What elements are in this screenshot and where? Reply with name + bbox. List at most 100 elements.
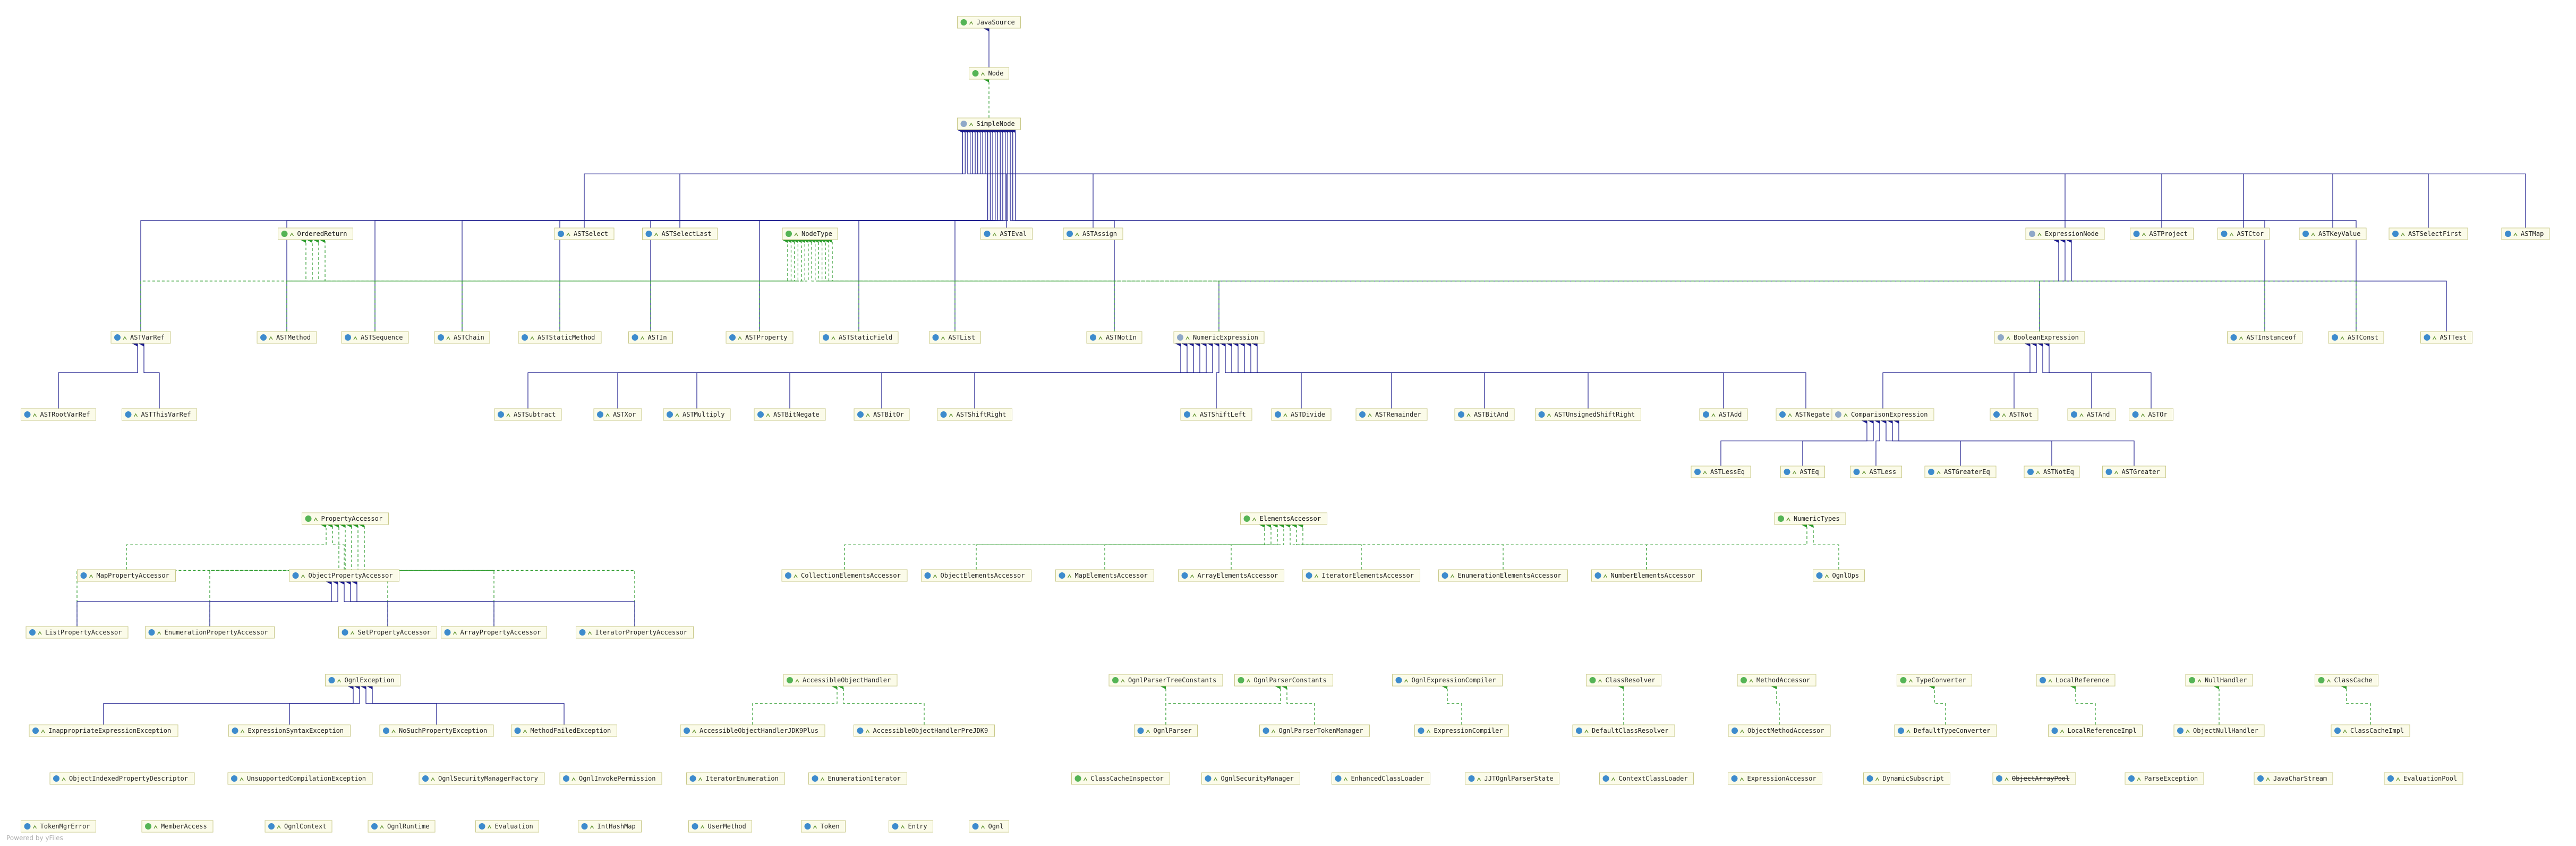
class-node-enhanced-class-loader[interactable]: EnhancedClassLoader	[1332, 772, 1430, 785]
class-node-boolean-expression[interactable]: BooleanExpression	[1994, 331, 2085, 344]
class-node-ast-unsigned-shift-right[interactable]: ASTUnsignedShiftRight	[1535, 408, 1641, 421]
class-node-ast-not-eq[interactable]: ASTNotEq	[2024, 466, 2080, 478]
class-node-map-property-accessor[interactable]: MapPropertyAccessor	[77, 569, 176, 582]
class-node-token-mgr-error[interactable]: TokenMgrError	[21, 820, 96, 833]
class-node-member-access[interactable]: MemberAccess	[141, 820, 214, 833]
class-node-object-null-handler[interactable]: ObjectNullHandler	[2173, 724, 2265, 737]
class-node-class-cache-inspector[interactable]: ClassCacheInspector	[1071, 772, 1170, 785]
class-node-node-type[interactable]: NodeType	[782, 227, 838, 240]
class-node-ast-or[interactable]: ASTOr	[2129, 408, 2173, 421]
class-node-ast-assign[interactable]: ASTAssign	[1063, 227, 1123, 240]
class-node-expression-syntax-exception[interactable]: ExpressionSyntaxException	[228, 724, 351, 737]
class-node-ast-test[interactable]: ASTTest	[2420, 331, 2472, 344]
class-node-default-class-resolver[interactable]: DefaultClassResolver	[1572, 724, 1675, 737]
class-node-class-resolver[interactable]: ClassResolver	[1586, 674, 1661, 687]
class-node-ast-not-in[interactable]: ASTNotIn	[1086, 331, 1142, 344]
class-node-enumeration-property-accessor[interactable]: EnumerationPropertyAccessor	[145, 626, 275, 639]
class-node-entry[interactable]: Entry	[889, 820, 933, 833]
class-node-array-property-accessor[interactable]: ArrayPropertyAccessor	[441, 626, 547, 639]
class-node-ast-remainder[interactable]: ASTRemainder	[1355, 408, 1428, 421]
class-node-int-hash-map[interactable]: IntHashMap	[578, 820, 642, 833]
class-node-set-property-accessor[interactable]: SetPropertyAccessor	[338, 626, 437, 639]
class-node-number-elements-accessor[interactable]: NumberElementsAccessor	[1591, 569, 1702, 582]
class-node-ast-multiply[interactable]: ASTMultiply	[663, 408, 731, 421]
class-node-object-property-accessor[interactable]: ObjectPropertyAccessor	[289, 569, 399, 582]
class-node-elements-accessor[interactable]: ElementsAccessor	[1240, 512, 1327, 525]
class-node-object-indexed-property-descriptor[interactable]: ObjectIndexedPropertyDescriptor	[49, 772, 195, 785]
class-node-ast-chain[interactable]: ASTChain	[434, 331, 490, 344]
class-node-method-failed-exception[interactable]: MethodFailedException	[511, 724, 617, 737]
class-node-ognl-parser[interactable]: OgnlParser	[1134, 724, 1198, 737]
class-node-ast-key-value[interactable]: ASTKeyValue	[2299, 227, 2367, 240]
class-node-ognl-security-manager[interactable]: OgnlSecurityManager	[1201, 772, 1300, 785]
class-node-token[interactable]: Token	[801, 820, 846, 833]
class-node-no-such-property-exception[interactable]: NoSuchPropertyException	[379, 724, 494, 737]
class-node-object-array-pool[interactable]: ObjectArrayPool	[1992, 772, 2076, 785]
class-node-ognl-security-manager-factory[interactable]: OgnlSecurityManagerFactory	[419, 772, 545, 785]
class-node-expression-node[interactable]: ExpressionNode	[2025, 227, 2105, 240]
class-node-ast-method[interactable]: ASTMethod	[257, 331, 317, 344]
class-node-ognl-parser-token-manager[interactable]: OgnlParserTokenManager	[1259, 724, 1370, 737]
class-node-ognl-ops[interactable]: OgnlOps	[1813, 569, 1865, 582]
class-node-ordered-return[interactable]: OrderedReturn	[278, 227, 353, 240]
class-node-ast-eval[interactable]: ASTEval	[980, 227, 1033, 240]
class-node-ognl-exception[interactable]: OgnlException	[325, 674, 400, 687]
class-node-jjt-ognl-parser-state[interactable]: JJTOgnlParserState	[1465, 772, 1559, 785]
class-node-ognl-parser-constants[interactable]: OgnlParserConstants	[1234, 674, 1333, 687]
class-node-class-cache[interactable]: ClassCache	[2315, 674, 2378, 687]
class-node-parse-exception[interactable]: ParseException	[2125, 772, 2204, 785]
class-node-ast-const[interactable]: ASTConst	[2328, 331, 2384, 344]
class-node-unsupported-compilation-exception[interactable]: UnsupportedCompilationException	[227, 772, 373, 785]
class-node-java-char-stream[interactable]: JavaCharStream	[2254, 772, 2333, 785]
class-node-enumeration-iterator[interactable]: EnumerationIterator	[808, 772, 907, 785]
class-node-evaluation-pool[interactable]: EvaluationPool	[2384, 772, 2463, 785]
class-node-ast-subtract[interactable]: ASTSubtract	[494, 408, 562, 421]
class-node-ast-bit-negate[interactable]: ASTBitNegate	[754, 408, 826, 421]
class-node-ast-xor[interactable]: ASTXor	[593, 408, 642, 421]
class-node-ast-not[interactable]: ASTNot	[1990, 408, 2038, 421]
class-node-map-elements-accessor[interactable]: MapElementsAccessor	[1055, 569, 1154, 582]
class-node-local-reference[interactable]: LocalReference	[2036, 674, 2116, 687]
class-node-enumeration-elements-accessor[interactable]: EnumerationElementsAccessor	[1438, 569, 1568, 582]
class-node-array-elements-accessor[interactable]: ArrayElementsAccessor	[1178, 569, 1284, 582]
class-node-ognl-parser-tree-constants[interactable]: OgnlParserTreeConstants	[1108, 674, 1223, 687]
class-node-object-method-accessor[interactable]: ObjectMethodAccessor	[1728, 724, 1831, 737]
class-node-ast-less-eq[interactable]: ASTLessEq	[1691, 466, 1751, 478]
class-node-ast-add[interactable]: ASTAdd	[1699, 408, 1748, 421]
class-node-accessible-object-handler[interactable]: AccessibleObjectHandler	[783, 674, 898, 687]
class-node-ast-ctor[interactable]: ASTCtor	[2217, 227, 2270, 240]
class-node-method-accessor[interactable]: MethodAccessor	[1737, 674, 1816, 687]
class-node-ast-in[interactable]: ASTIn	[628, 331, 673, 344]
class-node-inappropriate-expression-exception[interactable]: InappropriateExpressionException	[29, 724, 178, 737]
class-node-ast-eq[interactable]: ASTEq	[1780, 466, 1825, 478]
class-node-node[interactable]: Node	[969, 67, 1009, 80]
class-node-numeric-types[interactable]: NumericTypes	[1774, 512, 1846, 525]
class-node-ast-greater[interactable]: ASTGreater	[2102, 466, 2166, 478]
class-node-iterator-property-accessor[interactable]: IteratorPropertyAccessor	[576, 626, 694, 639]
class-node-ast-var-ref[interactable]: ASTVarRef	[110, 331, 171, 344]
class-node-ognl-context[interactable]: OgnlContext	[265, 820, 332, 833]
class-node-class-cache-impl[interactable]: ClassCacheImpl	[2331, 724, 2410, 737]
class-node-null-handler[interactable]: NullHandler	[2185, 674, 2253, 687]
class-node-iterator-enumeration[interactable]: IteratorEnumeration	[686, 772, 785, 785]
class-node-ast-divide[interactable]: ASTDivide	[1271, 408, 1332, 421]
class-node-ast-shift-right[interactable]: ASTShiftRight	[937, 408, 1012, 421]
class-node-ast-select-last[interactable]: ASTSelectLast	[642, 227, 718, 240]
class-node-ognl[interactable]: Ognl	[969, 820, 1009, 833]
class-node-property-accessor[interactable]: PropertyAccessor	[302, 512, 389, 525]
class-node-comparison-expression[interactable]: ComparisonExpression	[1831, 408, 1934, 421]
class-node-accessible-object-handler-jdk9-plus[interactable]: AccessibleObjectHandlerJDK9Plus	[680, 724, 825, 737]
class-node-evaluation[interactable]: Evaluation	[475, 820, 539, 833]
class-node-list-property-accessor[interactable]: ListPropertyAccessor	[25, 626, 129, 639]
class-node-ognl-expression-compiler[interactable]: OgnlExpressionCompiler	[1392, 674, 1503, 687]
class-node-java-source[interactable]: JavaSource	[957, 16, 1021, 29]
class-node-context-class-loader[interactable]: ContextClassLoader	[1599, 772, 1694, 785]
class-node-ast-list[interactable]: ASTList	[929, 331, 981, 344]
class-node-iterator-elements-accessor[interactable]: IteratorElementsAccessor	[1302, 569, 1420, 582]
class-node-object-elements-accessor[interactable]: ObjectElementsAccessor	[921, 569, 1031, 582]
class-node-ast-and[interactable]: ASTAnd	[2067, 408, 2116, 421]
class-node-ast-sequence[interactable]: ASTSequence	[341, 331, 409, 344]
class-node-ast-bit-or[interactable]: ASTBitOr	[854, 408, 910, 421]
class-node-ognl-runtime[interactable]: OgnlRuntime	[368, 820, 436, 833]
class-node-ast-less[interactable]: ASTLess	[1850, 466, 1902, 478]
